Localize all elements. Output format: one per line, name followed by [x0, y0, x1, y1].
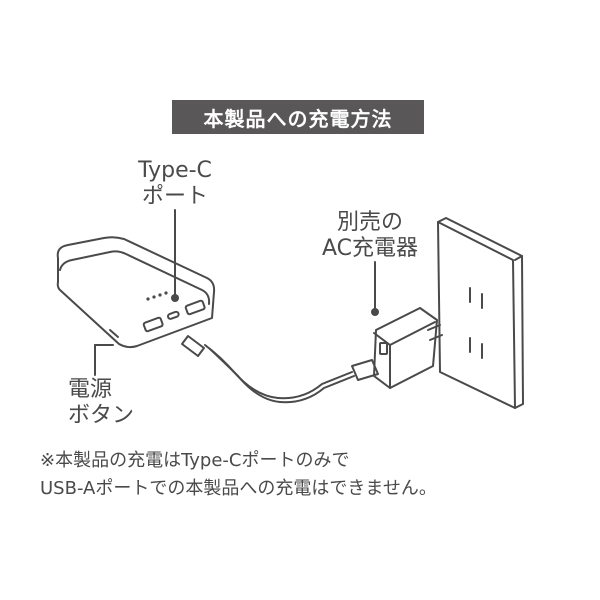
- led-dot-3: [158, 293, 162, 297]
- charger-prong-1: [427, 324, 441, 331]
- charging-note: ※本製品の充電はType-Cポートのみで USB-Aポートでの本製品への充電はで…: [40, 447, 570, 503]
- led-dot-4: [164, 291, 168, 295]
- typec-port: [166, 310, 180, 320]
- usb-a-port-left: [142, 316, 164, 333]
- power-button-label: 電源 ボタン: [68, 377, 178, 429]
- ac-charger-label: 別売の AC充電器: [300, 210, 440, 262]
- led-dot-1: [146, 297, 150, 301]
- charger-leader-dot: [371, 308, 379, 316]
- usb-a-port-right: [184, 299, 206, 316]
- led-dot-2: [152, 295, 156, 299]
- power-button: [109, 329, 119, 338]
- charger-usb-port: [379, 342, 388, 355]
- power-bank: [56, 236, 216, 349]
- typec-port-label-line1: Type-C: [138, 158, 212, 183]
- charging-note-line1: ※本製品の充電はType-Cポートのみで: [40, 450, 350, 471]
- typec-port-label: Type-C ポート: [120, 158, 230, 210]
- typec-plug: [181, 335, 205, 357]
- charging-note-line2: USB-Aポートでの本製品への充電はできません。: [40, 478, 437, 499]
- wall-outlet: [437, 217, 524, 409]
- typec-leader-dot: [171, 294, 179, 302]
- power-button-label-line1: 電源: [68, 377, 113, 402]
- power-button-label-line2: ボタン: [68, 403, 135, 428]
- ac-charger-label-line1: 別売の: [336, 210, 403, 235]
- usb-cable: [204, 344, 353, 400]
- ac-charger-label-line2: AC充電器: [321, 236, 419, 261]
- typec-port-label-line2: ポート: [141, 184, 208, 209]
- usb-a-plug: [351, 359, 379, 381]
- ac-charger: [373, 307, 443, 389]
- section-title: 本製品への充電方法: [172, 100, 424, 134]
